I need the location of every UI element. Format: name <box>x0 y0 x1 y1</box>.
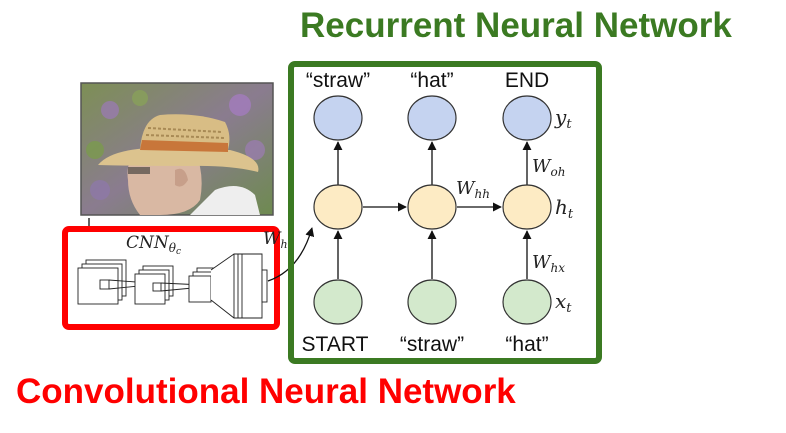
input-node-1 <box>313 279 363 325</box>
cnn-label: CNNθc <box>126 233 181 257</box>
conv-layer-3 <box>188 275 212 303</box>
fc-output <box>261 269 268 303</box>
rnn-title: Recurrent Neural Network <box>300 6 732 45</box>
hidden-node-2 <box>407 184 457 230</box>
rnn-frame <box>288 61 602 364</box>
output-word-3: END <box>505 69 549 92</box>
input-word-1: START <box>302 333 369 356</box>
ht-label: ht <box>555 195 574 222</box>
conv-kernel-2 <box>152 282 162 292</box>
input-node-3 <box>502 279 552 325</box>
cnn-architecture <box>77 253 268 319</box>
hat-brim <box>98 148 259 172</box>
xt-label: xt <box>555 289 572 316</box>
flower-blob <box>90 180 110 200</box>
hat-weave <box>147 127 223 133</box>
whh-label: Whh <box>456 178 490 201</box>
input-word-3: “hat” <box>505 333 548 356</box>
input-node-2 <box>407 279 457 325</box>
output-node-3 <box>502 95 552 141</box>
conv-kernel-1 <box>99 279 110 290</box>
hat-band <box>140 140 228 152</box>
whi-label: Whi <box>263 229 291 251</box>
yt-label: yt <box>554 105 572 132</box>
leaf-blob <box>86 141 104 159</box>
conv-layer-1 <box>77 267 119 305</box>
hidden-node-1 <box>313 184 363 230</box>
ear <box>175 168 188 187</box>
input-word-2: “straw” <box>400 333 464 356</box>
output-word-1: “straw” <box>306 69 370 92</box>
flower-blob <box>101 101 119 119</box>
woh-label: Woh <box>532 156 565 179</box>
input-photo <box>80 82 274 216</box>
hidden-node-3 <box>502 184 552 230</box>
output-node-2 <box>407 95 457 141</box>
face <box>127 150 202 215</box>
output-node-1 <box>313 95 363 141</box>
leaf-blob <box>132 90 148 106</box>
whi-arrow <box>267 227 315 282</box>
hat-weave <box>145 134 226 139</box>
flower-blob <box>245 140 265 160</box>
cnn-title: Convolutional Neural Network <box>16 372 516 411</box>
shirt <box>190 186 260 215</box>
whx-label: Whx <box>532 252 565 275</box>
glasses <box>128 167 150 174</box>
output-word-2: “hat” <box>410 69 453 92</box>
flower-blob <box>229 94 251 116</box>
